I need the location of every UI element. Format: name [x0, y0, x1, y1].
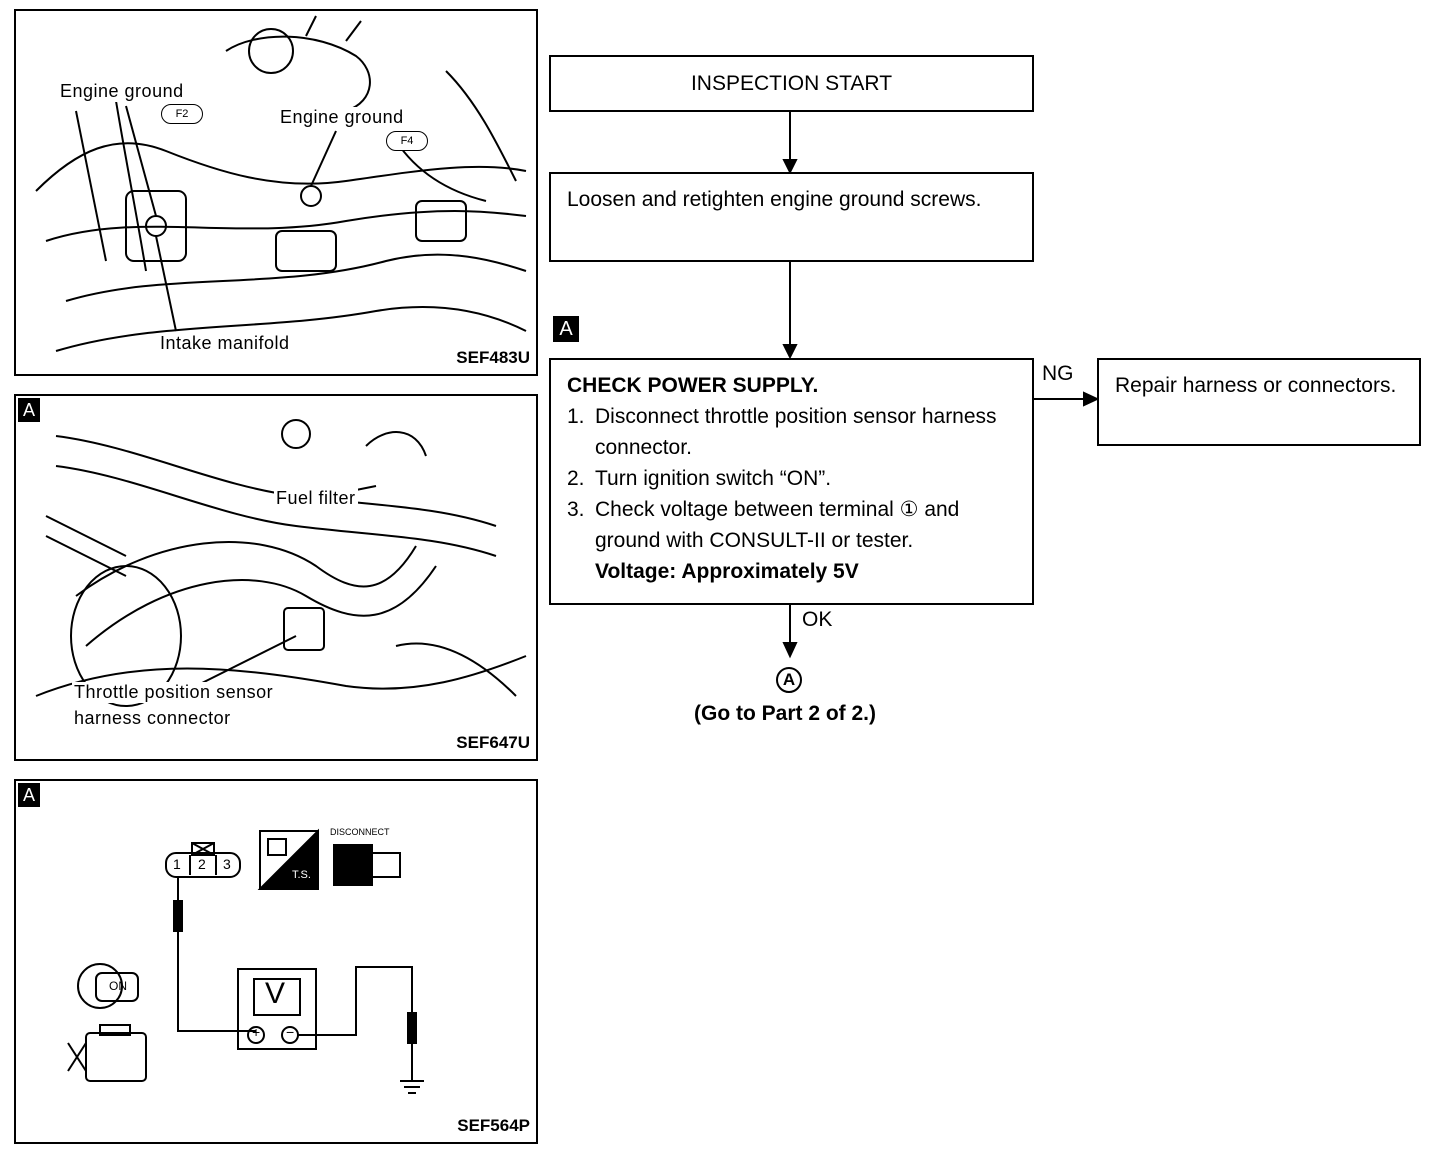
connector-f2-badge: F2: [161, 104, 203, 124]
step-loosen-box: Loosen and retighten engine ground screw…: [549, 172, 1034, 262]
figure-code: SEF564P: [457, 1116, 530, 1135]
figure-code: SEF483U: [456, 348, 530, 367]
label-throttle-position-sensor: Throttle position sensor: [72, 682, 276, 703]
terminal-3-label: 3: [223, 856, 231, 872]
check-power-supply-title: CHECK POWER SUPPLY.: [567, 374, 819, 397]
check-steps-list: 1. Disconnect throttle position sensor h…: [567, 401, 1016, 556]
connector-f4-badge: F4: [386, 131, 428, 151]
ng-label: NG: [1042, 362, 1074, 385]
ts-label: T.S.: [292, 869, 311, 881]
terminal-2-label: 2: [198, 856, 206, 872]
label-intake-manifold: Intake manifold: [158, 333, 292, 354]
next-part-text: (Go to Part 2 of 2.): [694, 702, 877, 725]
switch-on-label: ON: [109, 979, 127, 993]
check-step: 2. Turn ignition switch “ON”.: [567, 467, 832, 490]
flow-tag-a-badge: A: [553, 316, 579, 342]
figure-code: SEF647U: [456, 733, 530, 752]
check-step: 1. Disconnect throttle position sensor h…: [567, 405, 997, 459]
figure-engine-ground: Engine ground F2 Engine ground F4 Intake…: [14, 9, 538, 376]
repair-harness-text: Repair harness or connectors.: [1115, 374, 1397, 397]
check-power-supply-box: CHECK POWER SUPPLY. 1. Disconnect thrott…: [549, 358, 1034, 605]
ok-label: OK: [802, 608, 833, 631]
voltmeter: [237, 968, 317, 1050]
figure-voltage-check: A 1 2 3 T.S. DISCONNECT ON V + − SEF564P: [14, 779, 538, 1144]
label-harness-connector: harness connector: [72, 708, 233, 729]
inspection-start-text: INSPECTION START: [690, 72, 893, 95]
disconnect-label: DISCONNECT: [330, 827, 390, 837]
voltage-check-schematic: [67, 828, 424, 1094]
next-part-marker: A: [776, 667, 802, 693]
label-engine-ground-left: Engine ground: [58, 81, 186, 102]
label-fuel-filter: Fuel filter: [274, 488, 358, 509]
plus-terminal-icon: +: [252, 1024, 261, 1040]
engine-ground-illustration: [35, 15, 527, 352]
step-loosen-text: Loosen and retighten engine ground screw…: [567, 188, 982, 211]
inspection-start-box: INSPECTION START: [549, 55, 1034, 112]
figure-throttle-sensor: A Fuel filter Throttle position sensor h…: [14, 394, 538, 761]
label-engine-ground-right: Engine ground: [278, 107, 406, 128]
voltage-spec: Voltage: Approximately 5V: [595, 560, 859, 583]
check-step: 3. Check voltage between terminal ① and …: [567, 498, 960, 552]
repair-harness-box: Repair harness or connectors.: [1097, 358, 1421, 446]
terminal-1-label: 1: [173, 856, 181, 872]
connector-outline: [165, 852, 241, 878]
tag-a-badge: A: [18, 398, 40, 422]
minus-terminal-icon: −: [286, 1024, 295, 1040]
tag-a-badge: A: [18, 783, 40, 807]
meter-v-label: V: [265, 977, 286, 1010]
